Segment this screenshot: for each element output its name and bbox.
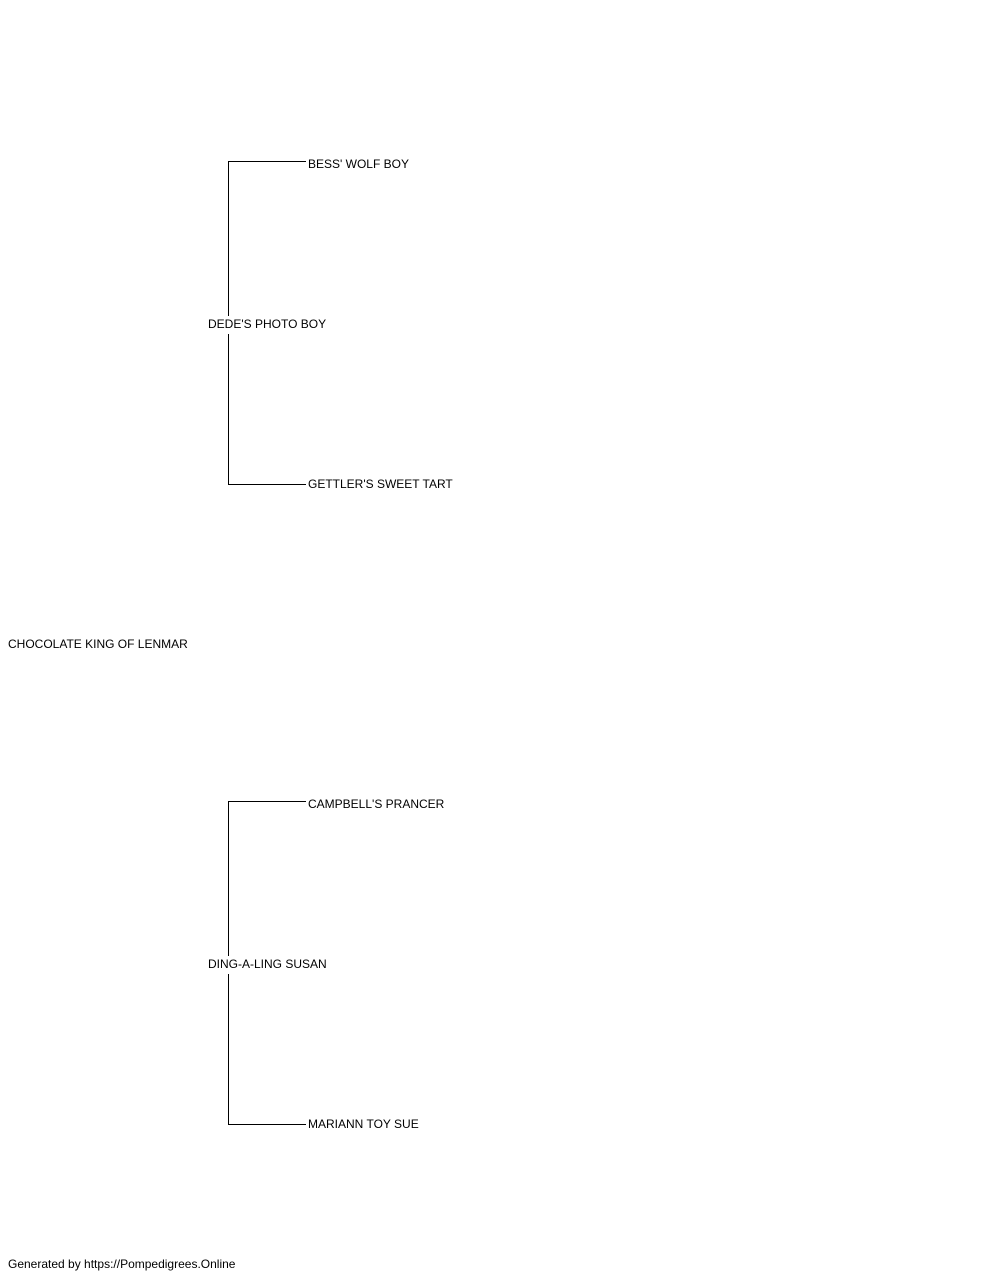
connector-dam-vertical-top bbox=[228, 801, 229, 956]
sire-name[interactable]: DEDE'S PHOTO BOY bbox=[208, 317, 327, 331]
connector-dam-to-dams-sire bbox=[228, 801, 306, 802]
connector-dam-to-dams-dam bbox=[228, 1124, 306, 1125]
footer-credit: Generated by https://Pompedigrees.Online bbox=[8, 1257, 236, 1271]
connector-sire-vertical-bottom bbox=[228, 334, 229, 485]
sires-sire-name[interactable]: BESS' WOLF BOY bbox=[308, 157, 409, 171]
sires-dam-name[interactable]: GETTLER'S SWEET TART bbox=[308, 477, 453, 491]
dam-name[interactable]: DING-A-LING SUSAN bbox=[208, 957, 327, 971]
dams-sire-name[interactable]: CAMPBELL'S PRANCER bbox=[308, 797, 445, 811]
dams-dam-name[interactable]: MARIANN TOY SUE bbox=[308, 1117, 419, 1131]
connector-sire-vertical-top bbox=[228, 161, 229, 316]
connector-sire-to-sires-dam bbox=[228, 484, 306, 485]
connector-dam-vertical-bottom bbox=[228, 974, 229, 1125]
connector-sire-to-sires-sire bbox=[228, 161, 306, 162]
subject-name[interactable]: CHOCOLATE KING OF LENMAR bbox=[8, 637, 188, 651]
